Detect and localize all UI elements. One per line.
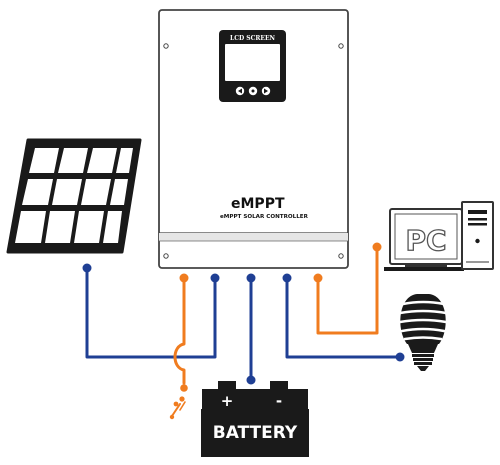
temperature-sensor-icon (169, 384, 188, 420)
lcd-panel: LCD SCREEN (219, 30, 286, 102)
battery-label: BATTERY (213, 423, 298, 443)
solar-panel-icon (6, 138, 142, 254)
battery-positive-sign: + (221, 392, 234, 410)
lcd-screen (225, 44, 280, 81)
terminal-battery (246, 273, 256, 283)
load-wire-end (395, 352, 405, 362)
cfl-bulb-icon (398, 294, 448, 371)
wires (85, 245, 402, 385)
controller-body (158, 9, 349, 269)
pc-label: PC (405, 224, 446, 257)
terminal-load (282, 273, 292, 283)
solar-charge-controller: LCD SCREEN eMPPT eMPPT SOLAR CONTROLLER (158, 9, 349, 283)
battery-icon: + - BATTERY (201, 381, 309, 457)
pc-comm-wire (316, 245, 379, 335)
monitor-stand (405, 264, 447, 267)
terminal-comm (313, 273, 323, 283)
arrow-right-icon (264, 88, 268, 94)
desktop-pc-icon: PC (384, 201, 494, 271)
battery-wire-end (246, 375, 256, 385)
battery-terminal-neg (270, 381, 288, 389)
battery-body (201, 409, 309, 457)
pv-wire-end (82, 263, 92, 273)
lcd-label: LCD SCREEN (230, 35, 276, 42)
controller-bottom-strip (159, 233, 348, 241)
arrow-left-icon (238, 88, 242, 94)
battery-terminal-pos (218, 381, 236, 389)
terminal-pv (210, 273, 220, 283)
terminal-sensor (179, 273, 189, 283)
battery-negative-sign: - (276, 392, 282, 410)
dot-icon (251, 89, 255, 93)
load-wire (285, 276, 402, 359)
sensor-wire (173, 276, 186, 385)
keyboard (384, 267, 464, 271)
controller-subtitle: eMPPT SOLAR CONTROLLER (220, 214, 309, 220)
pv-wire (85, 266, 217, 359)
pc-wire-end (372, 242, 382, 252)
battery-lid (202, 389, 308, 409)
controller-brand: eMPPT (231, 196, 285, 212)
